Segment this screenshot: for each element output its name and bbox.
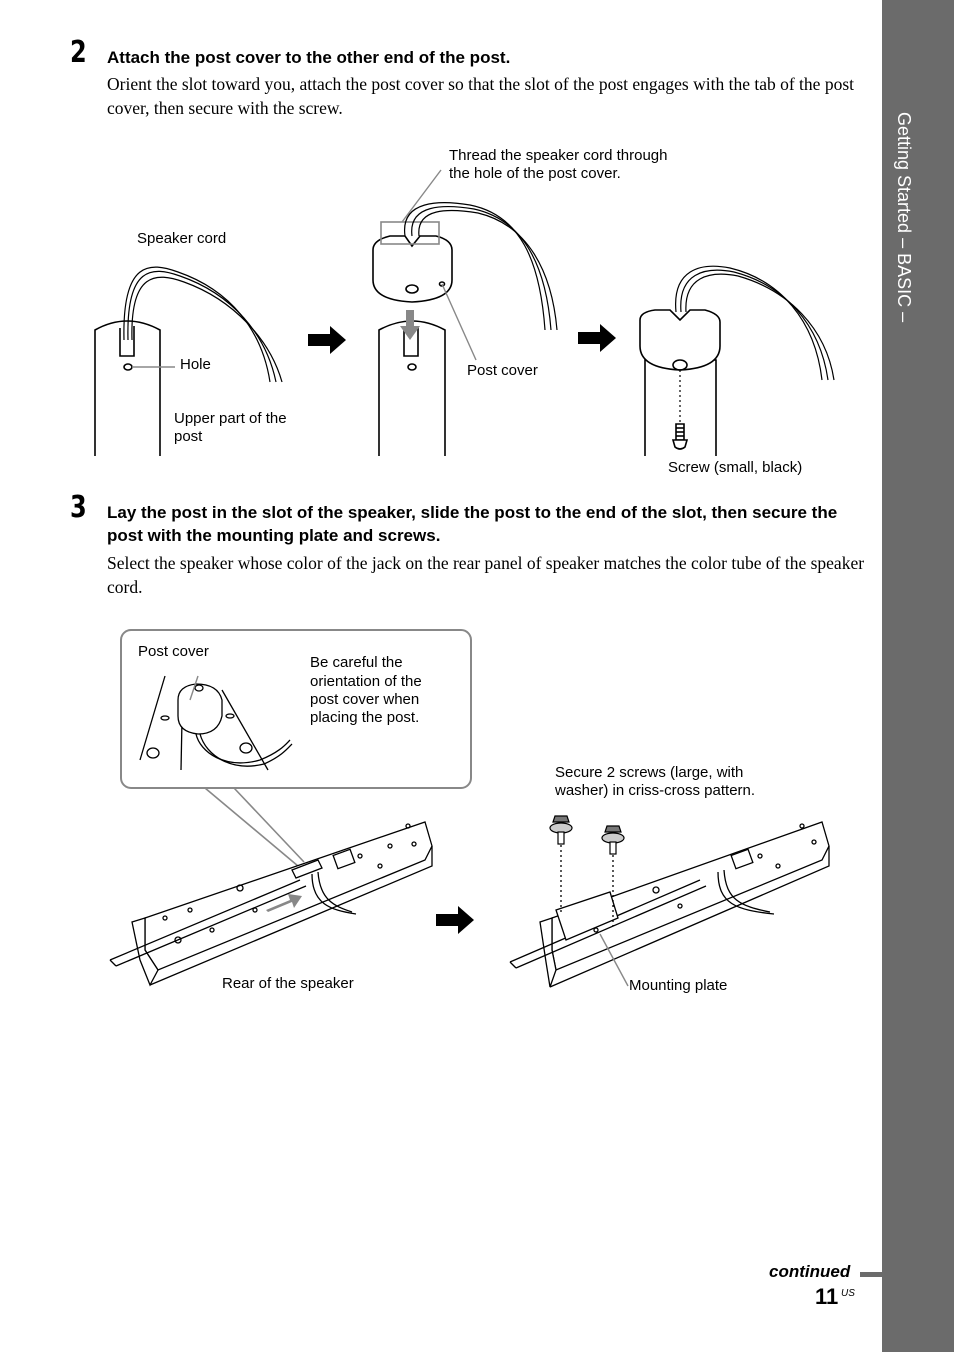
label-mounting-plate: Mounting plate: [629, 977, 728, 994]
step-3-number: 3: [70, 490, 87, 525]
label-secure-line1: Secure 2 screws (large, with: [555, 764, 744, 781]
label-post-cover-inset: Post cover: [138, 643, 209, 660]
side-tab: [882, 0, 954, 1352]
label-upper-part-line2: post: [174, 428, 203, 445]
label-hole: Hole: [180, 356, 211, 373]
page-number: 11: [815, 1284, 839, 1309]
label-upper-part-line1: Upper part of the: [174, 410, 287, 427]
label-post-cover: Post cover: [467, 362, 538, 379]
label-careful-line1: Be careful the: [310, 654, 403, 671]
step-2-title: Attach the post cover to the other end o…: [107, 48, 511, 67]
step-2-number: 2: [70, 35, 87, 70]
label-thread-line2: the hole of the post cover.: [449, 165, 621, 182]
continued-bar: [860, 1272, 882, 1277]
step-3-title: Lay the post in the slot of the speaker,…: [107, 503, 838, 545]
page-number-suffix: US: [841, 1288, 855, 1299]
label-secure-line2: washer) in criss-cross pattern.: [555, 782, 756, 799]
continued-label: continued: [769, 1262, 851, 1281]
side-tab-label: Getting Started – BASIC –: [894, 112, 914, 323]
label-careful-line3: post cover when: [310, 691, 420, 708]
label-rear-of-speaker: Rear of the speaker: [222, 975, 354, 992]
label-screw: Screw (small, black): [668, 459, 803, 476]
label-thread-line1: Thread the speaker cord through: [449, 147, 668, 164]
label-careful-line4: placing the post.: [310, 709, 420, 726]
step-2-body: Orient the slot toward you, attach the p…: [107, 74, 854, 118]
label-speaker-cord: Speaker cord: [137, 230, 227, 247]
step-3-body: Select the speaker whose color of the ja…: [107, 553, 865, 597]
label-careful-line2: orientation of the: [310, 673, 422, 690]
